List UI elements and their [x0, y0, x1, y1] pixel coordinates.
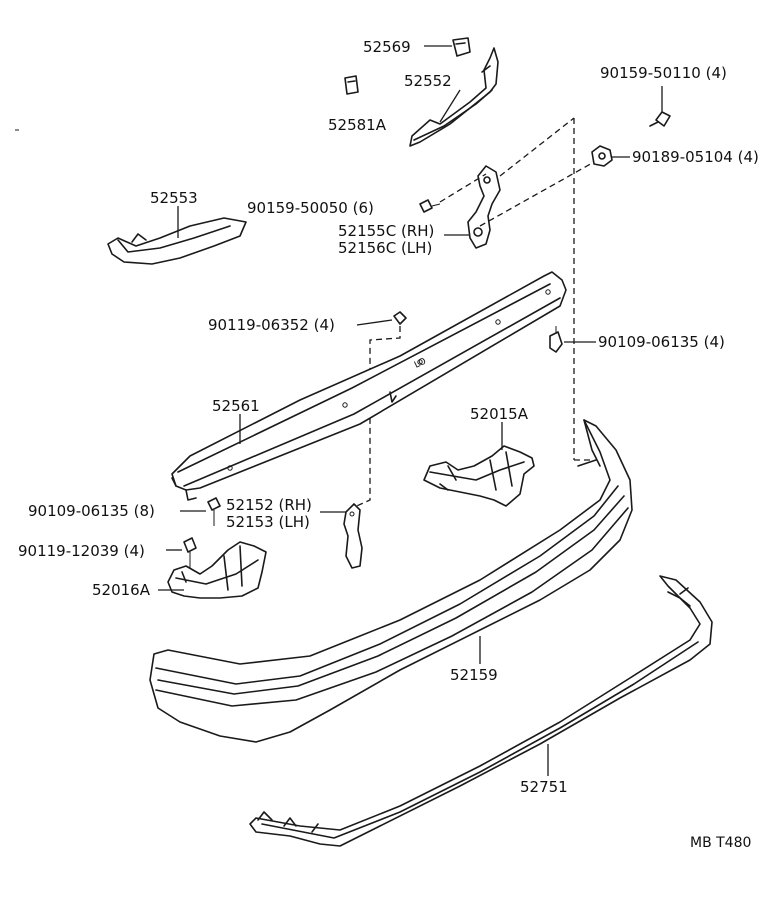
part-52152-stay [320, 503, 363, 569]
label-52155C: 52155C (RH) [338, 222, 434, 240]
label-52152: 52152 (RH) [226, 496, 312, 514]
part-52561-reinforcement: LO [171, 271, 567, 501]
label-52553: 52553 [150, 189, 198, 207]
label-90109-06135-top: 90109-06135 (4) [598, 333, 725, 351]
diagram-code: MB T480 [690, 835, 751, 851]
part-90119-06352-bolt [351, 311, 407, 509]
part-52015A-bracket [423, 422, 535, 507]
label-52153: 52153 (LH) [226, 513, 310, 531]
label-52015A: 52015A [470, 405, 529, 423]
part-52016A-bracket [158, 541, 267, 599]
part-90159-50110-screw [649, 86, 671, 127]
label-52016A: 52016A [92, 581, 151, 599]
label-52552: 52552 [404, 72, 452, 90]
label-52159: 52159 [450, 666, 498, 684]
part-52552-filler [409, 47, 499, 147]
part-90109-06135-bolt-left [180, 497, 221, 526]
part-90119-12039-bolt [166, 537, 197, 568]
svg-text:LO: LO [413, 357, 428, 371]
label-90159-50050: 90159-50050 (6) [247, 199, 374, 217]
part-52569-clip [424, 37, 471, 57]
part-52751-spoiler [249, 575, 713, 847]
label-52561: 52561 [212, 397, 260, 415]
part-90189-05104-nut [591, 145, 630, 167]
label-90189-05104: 90189-05104 (4) [632, 148, 759, 166]
part-52581A-clip [344, 75, 359, 95]
part-52553-extension [107, 206, 247, 265]
part-90109-06135-bolt-top [549, 326, 596, 353]
part-52159-bumper-cover [149, 419, 633, 743]
label-52569: 52569 [363, 38, 411, 56]
label-52156C: 52156C (LH) [338, 239, 432, 257]
label-90119-12039: 90119-12039 (4) [18, 542, 145, 560]
assembly-lines-top [439, 117, 595, 461]
label-90159-50110: 90159-50110 (4) [600, 64, 727, 82]
part-52155C-support [444, 165, 501, 249]
label-52581A: 52581A [328, 116, 387, 134]
label-90119-06352: 90119-06352 (4) [208, 316, 335, 334]
label-52751: 52751 [520, 778, 568, 796]
label-90109-06135-left: 90109-06135 (8) [28, 502, 155, 520]
part-90159-50050-screw [419, 199, 441, 213]
